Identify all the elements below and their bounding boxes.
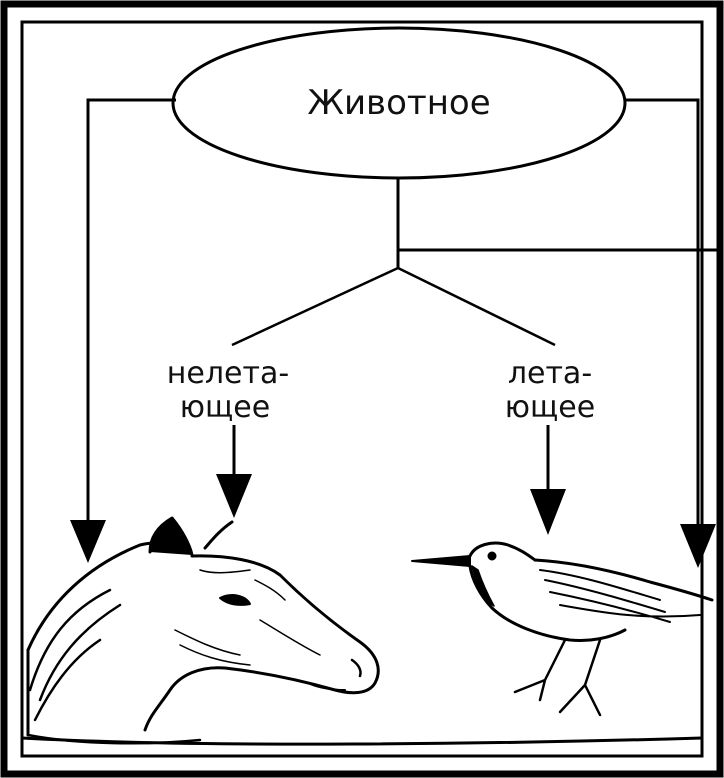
branch-label-flying-line1: лета- (508, 356, 592, 391)
right-arrowhead-icon (680, 524, 716, 568)
nonflying-arrowhead-icon (216, 474, 252, 518)
branch-line-right (397, 266, 556, 347)
horse-head-icon (26, 516, 380, 745)
left-arrowhead-icon (70, 520, 106, 563)
left-connector-line (86, 98, 176, 525)
ground-line (21, 736, 703, 746)
branch-label-flying-line2: ющее (505, 390, 595, 425)
right-connector-line (624, 98, 700, 528)
branch-label-nonflying-line2: ющее (180, 390, 270, 425)
branch-label-nonflying-line1: нелета- (167, 356, 289, 391)
branch-line-left (231, 266, 399, 347)
bird-icon (411, 541, 714, 717)
flying-arrowhead-icon (530, 489, 566, 535)
root-node-label: Животное (307, 83, 490, 123)
inner-frame (20, 20, 704, 758)
